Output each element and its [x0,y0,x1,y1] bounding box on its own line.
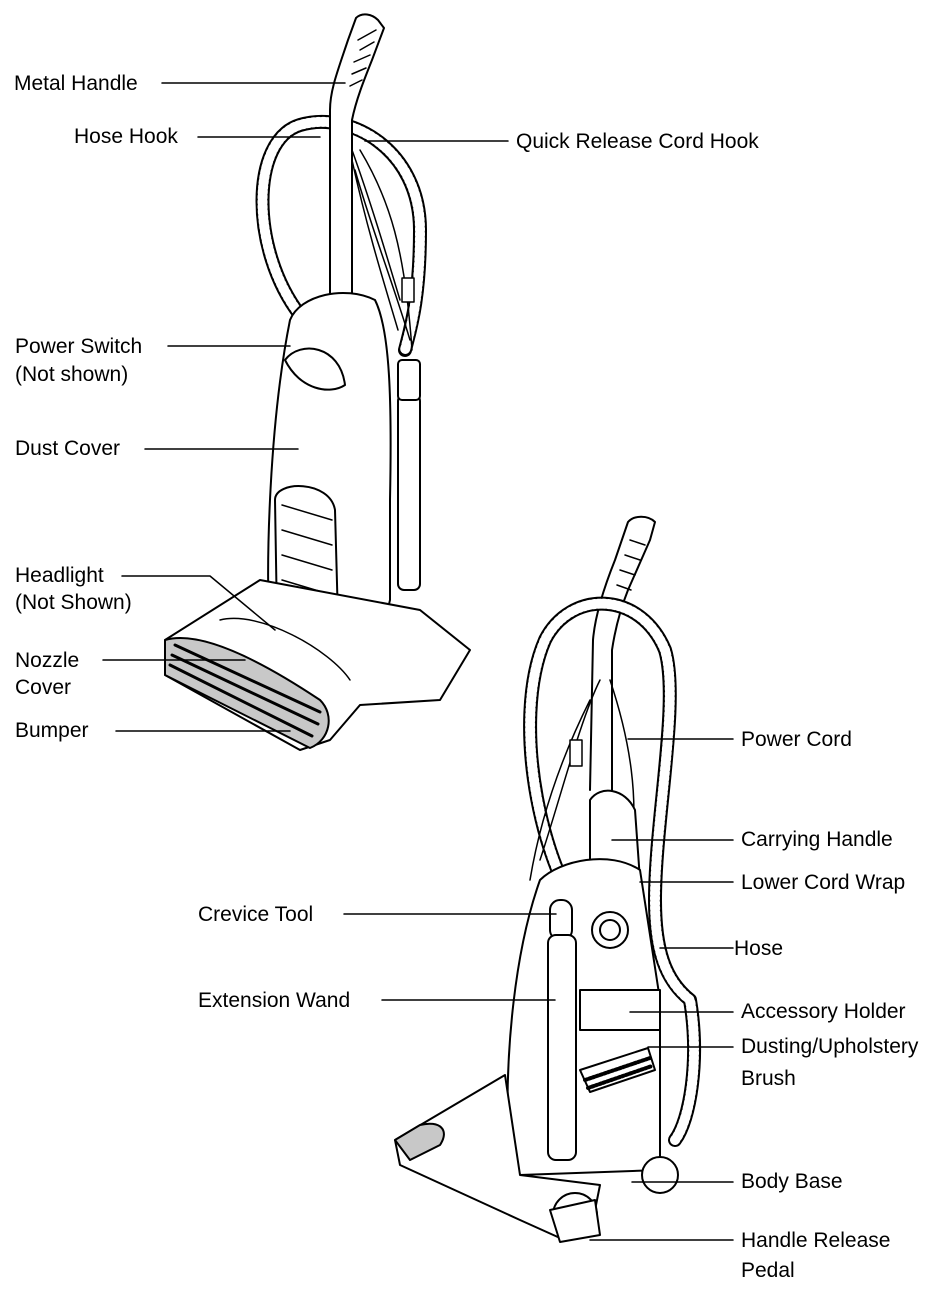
label-power-switch-note: (Not shown) [15,363,129,386]
label-bumper: Bumper [15,719,89,742]
rear-handle [589,515,656,791]
front-bumper [164,637,330,749]
label-crevice-tool: Crevice Tool [198,903,314,926]
label-metal-handle: Metal Handle [14,72,138,95]
label-power-cord: Power Cord [741,728,852,751]
label-dusting-brush-line1: Dusting/Upholstery [741,1035,919,1058]
label-hose-hook: Hose Hook [74,125,178,148]
label-hose: Hose [734,937,784,960]
label-dust-cover: Dust Cover [15,437,121,460]
label-extension-wand: Extension Wand [198,989,351,1012]
label-body-base: Body Base [741,1170,843,1193]
rear-accessory-holder [579,989,661,1031]
label-headlight: Headlight [15,564,104,587]
label-nozzle-cover-line1: Nozzle [15,649,80,672]
label-lower-cord-wrap: Lower Cord Wrap [741,871,906,894]
front-vacuum-illustration [164,13,471,751]
leader-lines [102,82,734,1241]
label-quick-release-cord-hook: Quick Release Cord Hook [516,130,759,153]
leader-headlight [121,575,276,631]
front-cord [351,149,413,351]
rear-extension-wand [547,934,577,1161]
label-dusting-brush-line2: Brush [741,1067,796,1090]
label-accessory-holder: Accessory Holder [741,1000,906,1023]
label-power-switch: Power Switch [15,335,143,358]
rear-vacuum-illustration [394,515,701,1243]
rear-release-pedal [549,1199,601,1243]
label-nozzle-cover-line2: Cover [15,676,72,699]
label-handle-release-line1: Handle Release [741,1229,891,1252]
label-handle-release-line2: Pedal [741,1259,795,1282]
label-headlight-note: (Not Shown) [15,591,132,614]
label-carrying-handle: Carrying Handle [741,828,893,851]
front-wand [397,394,421,591]
